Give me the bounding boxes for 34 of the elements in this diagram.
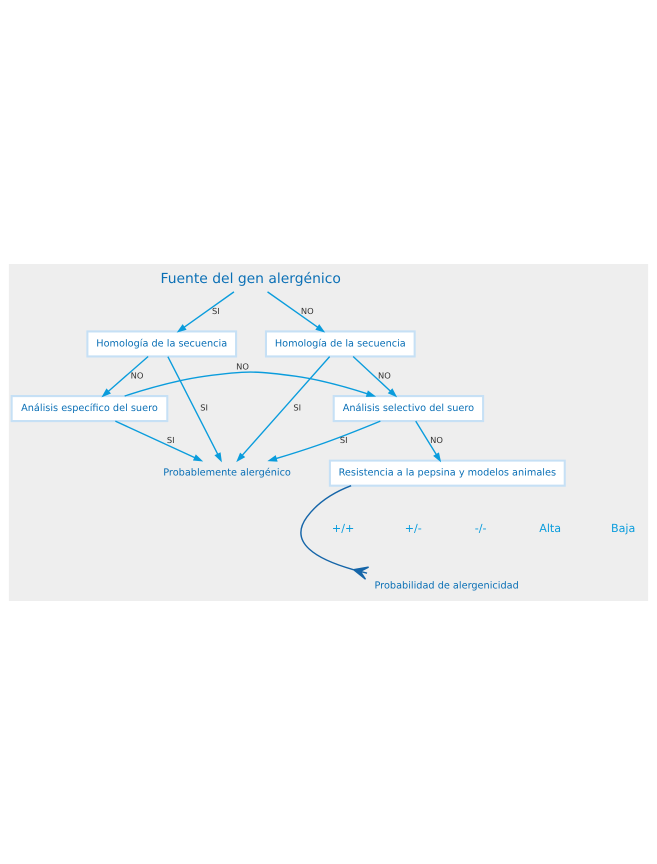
edge-label: NO bbox=[130, 370, 144, 380]
arrow bbox=[415, 420, 442, 462]
arrow bbox=[115, 420, 204, 461]
arrow bbox=[267, 290, 326, 332]
arrow bbox=[167, 356, 222, 462]
arrow bbox=[124, 370, 376, 396]
node-box: Análisis específico del suero bbox=[10, 394, 168, 422]
node-box: Homología de la secuencia bbox=[86, 330, 238, 357]
node-box: Análisis selectivo del suero bbox=[332, 394, 484, 422]
label: +/+ bbox=[332, 522, 354, 535]
node-box: Resistencia a la pepsina y modelos animales bbox=[328, 459, 566, 486]
edge-label: SI bbox=[200, 402, 208, 412]
arrow bbox=[352, 356, 398, 397]
label: +/- bbox=[404, 522, 422, 535]
edge-label: NO bbox=[378, 370, 391, 380]
label: Baja bbox=[610, 522, 636, 535]
edge-label: NO bbox=[300, 305, 314, 316]
edge-label: NO bbox=[236, 361, 249, 372]
edge-label: SI bbox=[212, 305, 220, 316]
edge-label: SI bbox=[293, 402, 302, 412]
edge-label: SI bbox=[166, 434, 175, 444]
label: Alta bbox=[539, 522, 562, 535]
arrow bbox=[176, 290, 234, 332]
node-text: Probablemente alergénico bbox=[163, 467, 291, 478]
label: -/- bbox=[474, 522, 487, 535]
connector bbox=[300, 484, 370, 580]
node-box: Homología de la secuencia bbox=[264, 330, 416, 357]
arrow bbox=[101, 355, 149, 397]
edge-label: NO bbox=[430, 434, 443, 444]
arrow bbox=[236, 356, 330, 462]
arrow bbox=[267, 420, 381, 462]
edge-label: SI bbox=[340, 434, 348, 444]
node-text: Probabilidad de alergenicidad bbox=[374, 580, 519, 591]
node-text: Fuente del gen alergénico bbox=[160, 270, 341, 286]
